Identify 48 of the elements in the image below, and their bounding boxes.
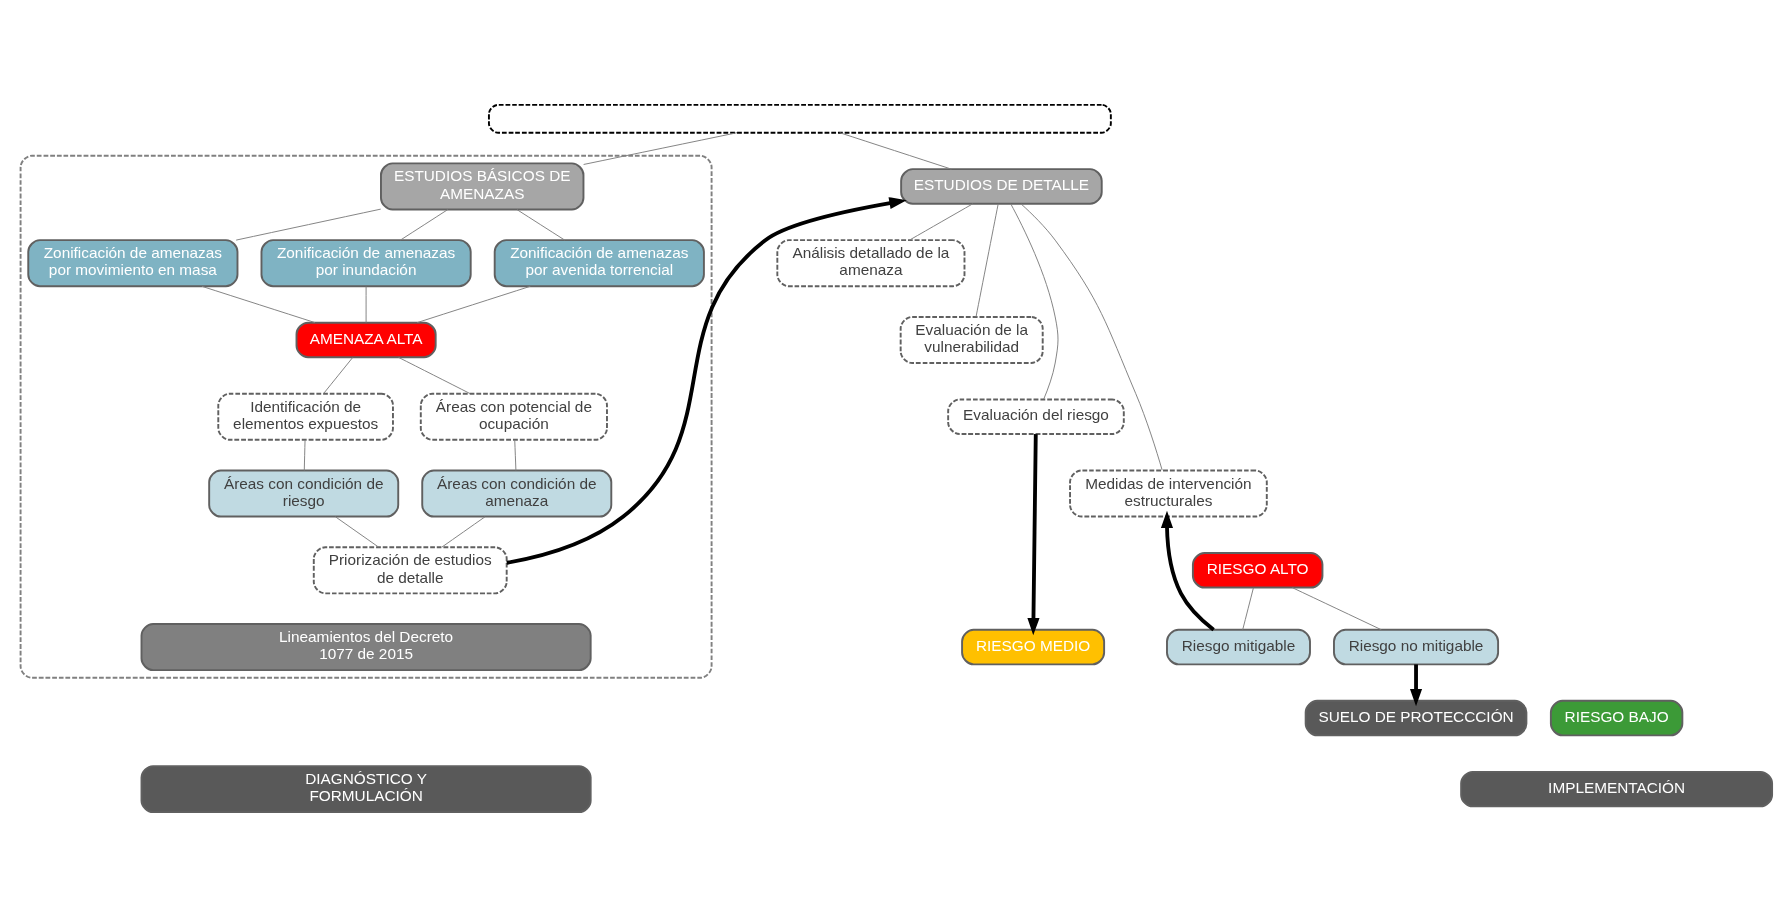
connector (201, 285, 316, 324)
cluster (19, 154, 713, 679)
node-box: DIAGNÓSTICO Y FORMULACIÓN (140, 765, 592, 814)
node-box: Identificación de elementos expuestos (217, 392, 394, 441)
node-box: Priorización de estudios de detalle (312, 546, 508, 595)
connector (303, 439, 306, 471)
node-box: Análisis detallado de la amenaza (776, 239, 966, 288)
node-box: IMPLEMENTACIÓN (1460, 770, 1774, 808)
node-box: Evaluación de la vulnerabilidad (899, 316, 1044, 364)
connector (365, 286, 367, 323)
node-box: RIESGO BAJO (1549, 699, 1684, 737)
connector (416, 285, 531, 324)
node-box: AMENAZA ALTA (295, 321, 437, 359)
node-box: RIESGO MEDIO (961, 628, 1106, 666)
arrow (1027, 434, 1040, 636)
connector (400, 209, 449, 241)
connector (839, 132, 952, 170)
node-box: Lineamientos del Decreto 1077 de 2015 (140, 623, 592, 672)
node-box: Zonificación de amenazas por avenida torrencial (493, 239, 705, 288)
connector (516, 209, 565, 241)
node-box (487, 103, 1112, 134)
connector (1291, 587, 1382, 631)
arrow (1160, 510, 1215, 632)
connector (975, 203, 999, 318)
connector (1020, 203, 1163, 471)
arrow (1409, 664, 1423, 707)
node-box: Áreas con potencial de ocupación (419, 392, 608, 441)
connector (909, 203, 974, 241)
node-box: Zonificación de amenazas por inundación (260, 239, 472, 288)
node-box: Evaluación del riesgo (947, 398, 1125, 435)
connector (323, 357, 354, 395)
node-box: Riesgo mitigable (1166, 628, 1311, 666)
connector (1242, 587, 1254, 631)
node-box: RIESGO ALTO (1191, 552, 1324, 589)
node-box: Riesgo no mitigable (1333, 628, 1500, 666)
node-box: Áreas con condición de riesgo (208, 469, 400, 518)
node-box: Medidas de intervención estructurales (1069, 469, 1268, 518)
connector (398, 356, 471, 395)
node-box: Áreas con condición de amenaza (421, 469, 613, 518)
node-box: ESTUDIOS DE DETALLE (900, 168, 1103, 205)
connector (514, 439, 517, 471)
connector (1010, 203, 1059, 400)
node-box: ESTUDIOS BÁSICOS DE AMENAZAS (380, 162, 585, 211)
connector (583, 132, 738, 165)
arrow (506, 197, 907, 565)
node-box: SUELO DE PROTECCCIÓN (1304, 699, 1528, 737)
connector (235, 208, 382, 241)
node-box: Zonificación de amenazas por movimiento en masa (27, 239, 239, 288)
